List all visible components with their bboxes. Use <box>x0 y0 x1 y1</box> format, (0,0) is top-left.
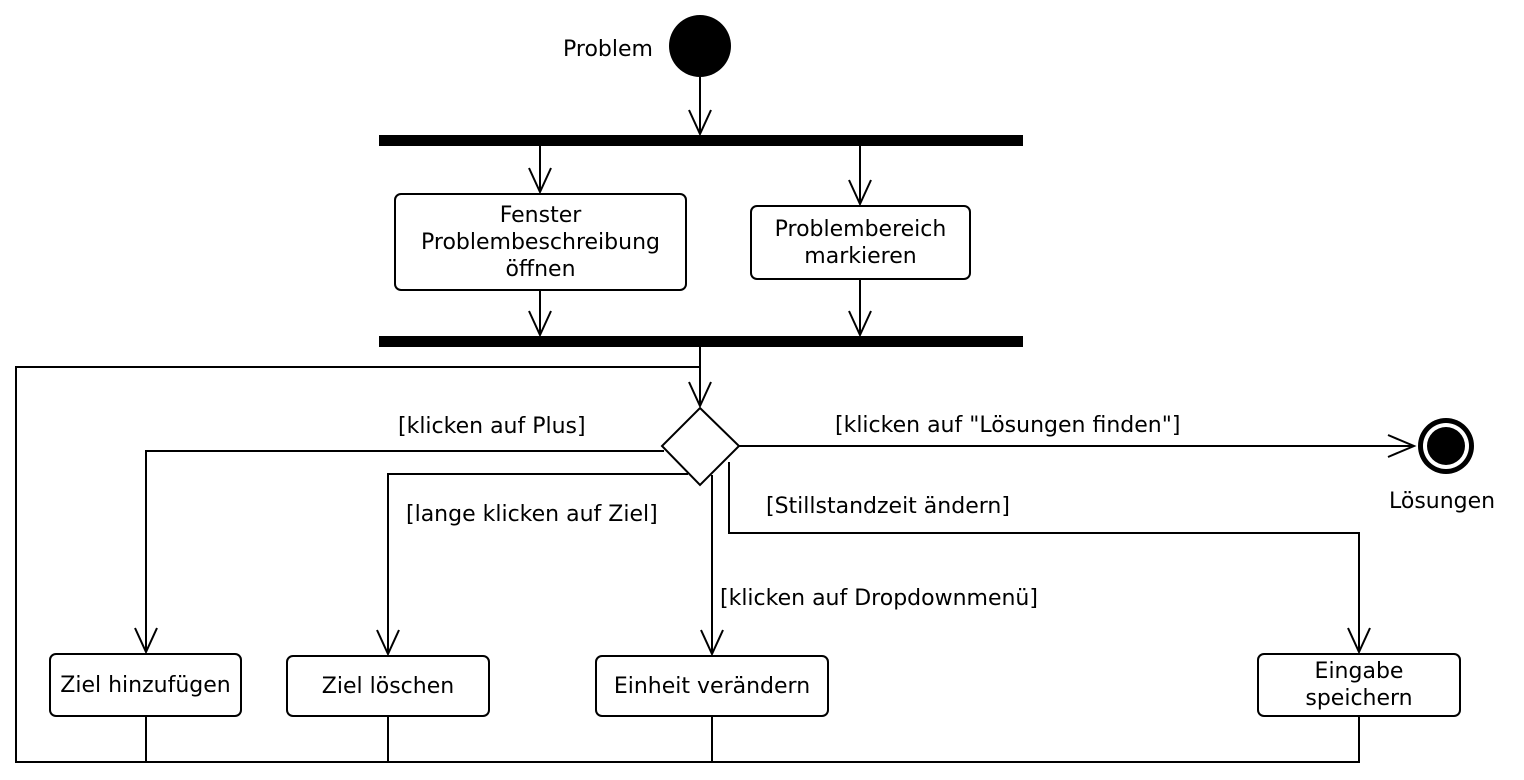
arrowhead <box>528 167 552 195</box>
guard-stillstandzeit: [Stillstandzeit ändern] <box>766 494 1010 519</box>
initial-node <box>669 15 731 77</box>
end-label: Lösungen <box>1389 489 1496 514</box>
edge-loop-back <box>15 366 1360 763</box>
guard-klicken-auf-plus: [klicken auf Plus] <box>398 414 586 439</box>
edge-decision-eingabe <box>728 462 1360 652</box>
action-ziel-loeschen: Ziel löschen <box>286 655 490 717</box>
arrowhead <box>848 179 872 207</box>
edge-decision-ziel-hinzufuegen <box>145 450 664 652</box>
arrowhead <box>1347 627 1371 655</box>
start-label: Problem <box>563 37 653 62</box>
action-einheit-veraendern: Einheit verändern <box>595 655 829 717</box>
action-ziel-hinzufuegen: Ziel hinzufügen <box>49 653 242 717</box>
arrowhead <box>848 310 872 338</box>
arrowhead <box>528 310 552 338</box>
arrowhead <box>1387 434 1417 458</box>
fork-bar <box>379 135 1023 146</box>
join-bar <box>379 336 1023 347</box>
decision-node <box>660 406 741 487</box>
edge-decision-ziel-loeschen <box>387 473 688 654</box>
action-eingabe-speichern: Eingabe speichern <box>1257 653 1461 717</box>
arrowhead <box>134 627 158 655</box>
final-node-inner <box>1427 427 1465 465</box>
guard-dropdownmenue: [klicken auf Dropdownmenü] <box>720 586 1038 611</box>
guard-lange-klicken: [lange klicken auf Ziel] <box>406 502 658 527</box>
action-problembereich-markieren: Problembereich markieren <box>750 205 971 280</box>
arrowhead <box>700 629 724 657</box>
arrowhead <box>376 629 400 657</box>
guard-loesungen-finden: [klicken auf "Lösungen finden"] <box>835 413 1181 438</box>
arrowhead <box>688 109 712 137</box>
action-fenster-oeffnen: Fenster Problembeschreibung öffnen <box>394 193 687 291</box>
arrowhead <box>688 381 712 409</box>
